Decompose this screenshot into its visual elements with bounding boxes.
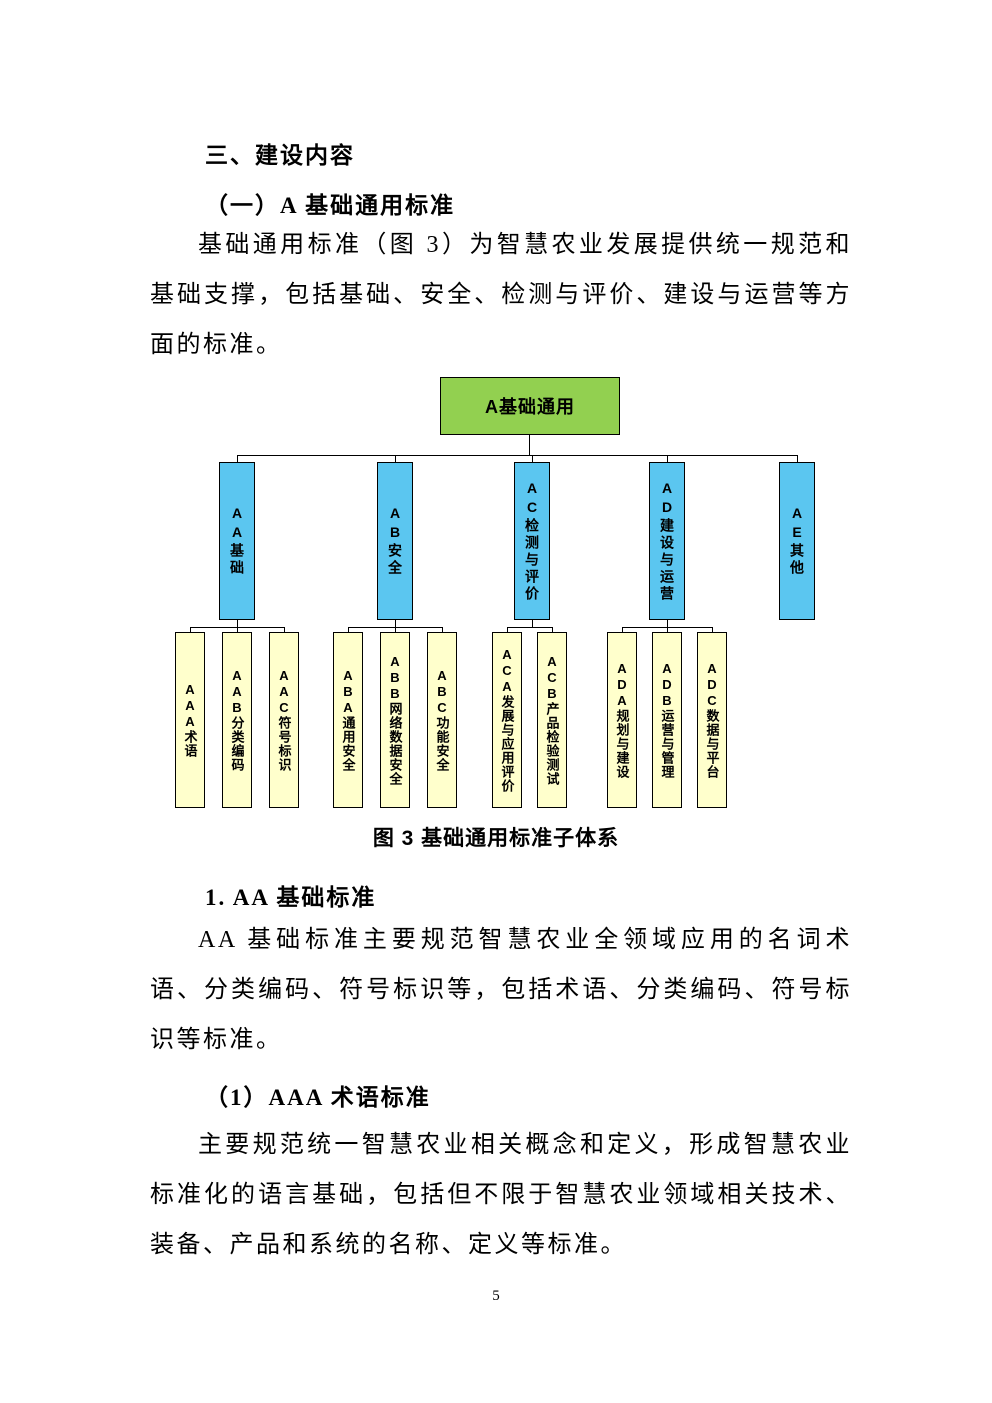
connector-level2-stub-ae <box>797 455 798 462</box>
org-leaf-abc-label: ABC功能安全 <box>434 668 450 772</box>
connector-leaf-stub-aac <box>284 627 285 632</box>
figure-3-org-chart: A基础通用 AA基础 AB安全 AC检测与评价 AD建设与运营 AE其他 <box>0 375 992 810</box>
org-branch-aa-box: AA基础 <box>219 462 255 620</box>
connector-root-stem <box>529 435 530 455</box>
org-leaf-abb-box: ABB网络数据安全 <box>380 632 410 808</box>
connector-level2-bar <box>237 455 798 456</box>
connector-leaf-stub-abc <box>442 627 443 632</box>
connector-leaf-stub-aaa <box>190 627 191 632</box>
org-leaf-aca-label: ACA发展与应用评价 <box>499 647 515 793</box>
connector-branch-stem-ad <box>667 620 668 627</box>
org-branch-ae-label: AE其他 <box>789 505 805 577</box>
paragraph-aa: AA 基础标准主要规范智慧农业全领域应用的名词术语、分类编码、符号标识等，包括术… <box>150 927 852 1053</box>
heading-aa-standard: 1. AA 基础标准 <box>205 885 377 910</box>
connector-level2-stub-ac <box>532 455 533 462</box>
connector-leaf-stub-adb <box>667 627 668 632</box>
connector-leaf-stub-acb <box>552 627 553 632</box>
paragraph-intro: 基础通用标准（图 3）为智慧农业发展提供统一规范和基础支撑，包括基础、安全、检测… <box>150 232 852 358</box>
org-leaf-adc-label: ADC数据与平台 <box>704 661 720 779</box>
org-leaf-aca-box: ACA发展与应用评价 <box>492 632 522 808</box>
connector-branch-stem-ab <box>395 620 396 627</box>
connector-branch-stem-ac <box>532 620 533 627</box>
org-leaf-aaa-label: AAA术语 <box>182 682 198 758</box>
section-heading: 三、建设内容 <box>205 143 355 168</box>
connector-level2-stub-ad <box>667 455 668 462</box>
org-branch-ac-label: AC检测与评价 <box>524 479 540 603</box>
connector-branch-stem-aa <box>237 620 238 627</box>
org-leaf-aac-box: AAC符号标识 <box>269 632 299 808</box>
connector-leaf-stub-aab <box>237 627 238 632</box>
org-leaf-aaa-box: AAA术语 <box>175 632 205 808</box>
org-leaf-abb-label: ABB网络数据安全 <box>387 654 403 786</box>
org-leaf-ada-box: ADA规划与建设 <box>607 632 637 808</box>
org-root-box: A基础通用 <box>440 377 620 435</box>
org-leaf-aba-label: ABA通用安全 <box>340 668 356 772</box>
connector-leaf-stub-ada <box>622 627 623 632</box>
connector-branch-bar-ac <box>507 627 553 628</box>
org-branch-ac-box: AC检测与评价 <box>514 462 550 620</box>
connector-leaf-stub-abb <box>395 627 396 632</box>
org-leaf-aba-box: ABA通用安全 <box>333 632 363 808</box>
org-leaf-aab-box: AAB分类编码 <box>222 632 252 808</box>
org-branch-ad-box: AD建设与运营 <box>649 462 685 620</box>
page-number: 5 <box>492 1288 500 1304</box>
org-leaf-acb-label: ACB产品检验测试 <box>544 654 560 786</box>
org-branch-ab-label: AB安全 <box>387 505 403 577</box>
org-leaf-ada-label: ADA规划与建设 <box>614 661 630 779</box>
org-branch-ab-box: AB安全 <box>377 462 413 620</box>
connector-level2-stub-aa <box>237 455 238 462</box>
org-leaf-aac-label: AAC符号标识 <box>276 668 292 772</box>
org-leaf-aab-label: AAB分类编码 <box>229 668 245 772</box>
org-root-label: A基础通用 <box>485 397 575 417</box>
connector-level2-stub-ab <box>395 455 396 462</box>
connector-leaf-stub-adc <box>712 627 713 632</box>
org-leaf-adb-box: ADB运营与管理 <box>652 632 682 808</box>
heading-aaa-standard: （1）AAA 术语标准 <box>205 1085 431 1110</box>
figure-caption: 图 3 基础通用标准子体系 <box>372 827 620 850</box>
paragraph-aaa: 主要规范统一智慧农业相关概念和定义，形成智慧农业标准化的语言基础，包括但不限于智… <box>150 1132 852 1258</box>
connector-leaf-stub-aba <box>348 627 349 632</box>
org-leaf-abc-box: ABC功能安全 <box>427 632 457 808</box>
org-branch-aa-label: AA基础 <box>229 505 245 577</box>
org-leaf-acb-box: ACB产品检验测试 <box>537 632 567 808</box>
org-leaf-adb-label: ADB运营与管理 <box>659 661 675 779</box>
org-leaf-adc-box: ADC数据与平台 <box>697 632 727 808</box>
connector-leaf-stub-aca <box>507 627 508 632</box>
org-branch-ad-label: AD建设与运营 <box>659 479 675 603</box>
subsection-heading: （一）A 基础通用标准 <box>205 193 456 218</box>
org-branch-ae-box: AE其他 <box>779 462 815 620</box>
